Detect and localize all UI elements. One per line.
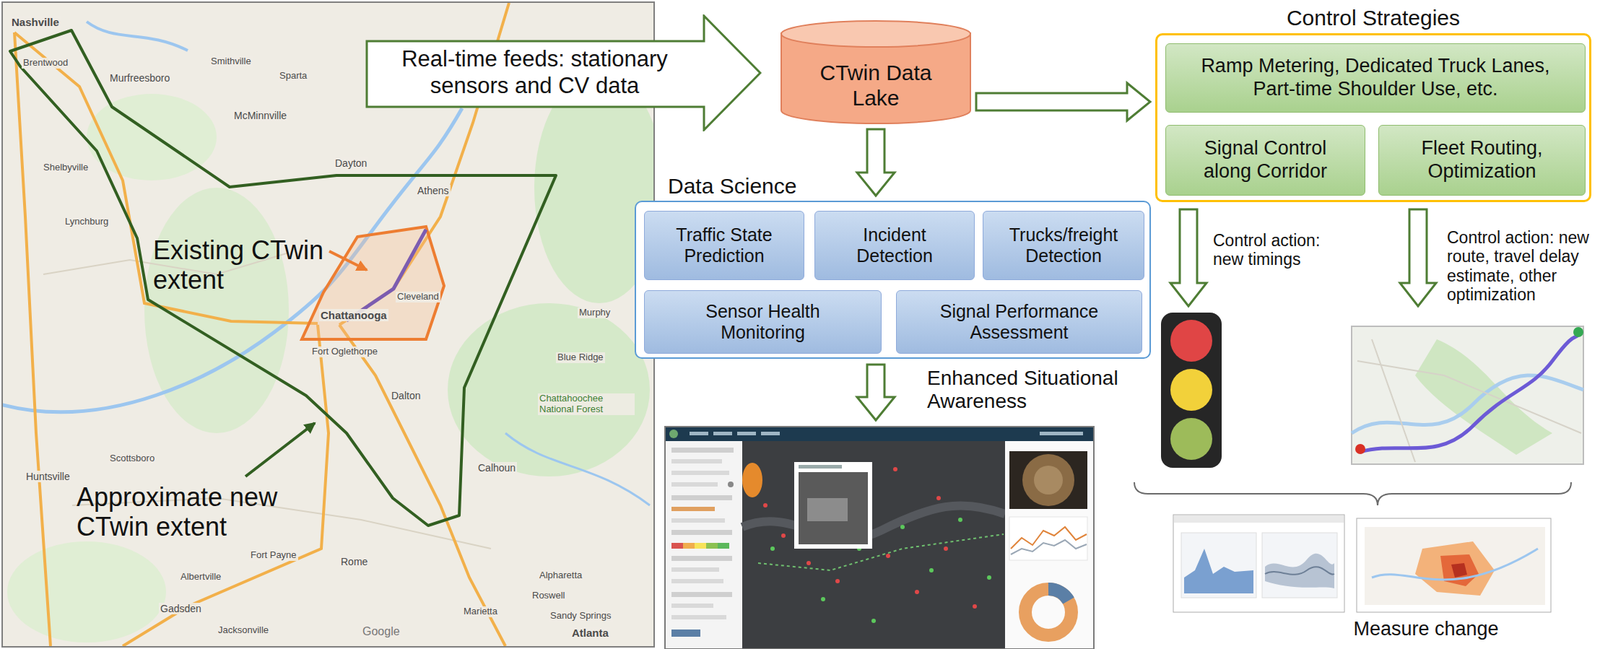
- map-place-label: Athens: [415, 184, 451, 197]
- highway: [339, 324, 506, 647]
- performance-dashboard-thumbnail: [1173, 514, 1345, 613]
- map-place-label: Huntsville: [24, 470, 72, 483]
- route-map: [1351, 326, 1584, 465]
- hollow-arrow-connector: [976, 83, 1151, 121]
- map-place-label: Jacksonville: [216, 625, 271, 637]
- node-text: Ramp Metering, Dedicated Truck Lanes, Pa…: [1184, 54, 1567, 102]
- corridor-highlight: [346, 229, 426, 321]
- map-place-label: Lynchburg: [63, 216, 110, 228]
- node-text: CTwin Data Lake: [807, 59, 945, 112]
- process-box: Signal Performance Assessment: [896, 290, 1143, 354]
- map-place-label: Sparta: [277, 70, 309, 82]
- strategy-box: Signal Control along Corridor: [1165, 124, 1366, 196]
- bracket: [1134, 482, 1572, 506]
- input-arrow: Real-time feeds: stationary sensors and …: [365, 14, 762, 132]
- map-place-label: Calhoun: [476, 462, 517, 474]
- hollow-arrow-connector: [857, 129, 895, 196]
- control-strategies-panel: Control StrategiesRamp Metering, Dedicat…: [1155, 33, 1592, 203]
- group-heading: Data Science: [667, 173, 797, 199]
- heatmap-thumbnail: [1356, 518, 1551, 613]
- node-text: Fleet Routing, Optimization: [1402, 137, 1562, 184]
- node-text: Sensor Health Monitoring: [690, 301, 836, 344]
- node-text: Signal Performance Assessment: [925, 301, 1114, 344]
- river: [2, 108, 463, 413]
- map-place-label: Albertville: [179, 571, 223, 583]
- data-lake-cylinder: CTwin Data Lake: [780, 20, 972, 125]
- map-place-label: Dayton: [333, 157, 369, 169]
- process-box: Trucks/freight Detection: [982, 210, 1145, 281]
- map-place-label: Rome: [339, 555, 369, 568]
- annotation-label: Control action: new route, travel delay …: [1446, 228, 1596, 305]
- map-place-label: Atlanta: [570, 626, 611, 639]
- map-place-label: Brentwood: [21, 57, 70, 69]
- map-place-label: Blue Ridge: [555, 352, 606, 364]
- arrow-outline: [366, 15, 761, 130]
- process-box: Sensor Health Monitoring: [644, 290, 882, 354]
- map-place-label: Nashville: [10, 15, 61, 29]
- dashboard-screenshot: [664, 426, 1094, 649]
- map-place-label: Sandy Springs: [548, 610, 613, 622]
- node-text: Trucks/freight Detection: [993, 224, 1135, 268]
- hollow-arrow: [1170, 209, 1207, 307]
- node-text: Signal Control along Corridor: [1186, 137, 1346, 184]
- callout-label: Existing CTwin extent: [153, 235, 370, 296]
- callout-label: Approximate new CTwin extent: [76, 482, 308, 543]
- strategy-box: Ramp Metering, Dedicated Truck Lanes, Pa…: [1165, 43, 1586, 113]
- annotation-label: Control action: new timings: [1212, 231, 1351, 270]
- highway: [14, 32, 51, 647]
- map-place-label: Marietta: [462, 606, 499, 618]
- group-heading: Control Strategies: [1157, 5, 1590, 31]
- map-place-label: Fort Payne: [249, 550, 299, 562]
- process-box: Incident Detection: [814, 210, 975, 281]
- process-box: Traffic State Prediction: [644, 210, 805, 281]
- leader-arrow: [245, 423, 315, 477]
- data-science-panel: Data ScienceTraffic State PredictionInci…: [634, 200, 1151, 359]
- node-text: Incident Detection: [829, 224, 960, 268]
- map-place-label: Shelbyville: [41, 162, 90, 174]
- map-place-label: Roswell: [530, 590, 567, 602]
- node-text: Traffic State Prediction: [659, 224, 790, 268]
- map-place-label: Scottsboro: [108, 453, 156, 465]
- map-place-label: Chattanooga: [319, 309, 389, 322]
- cylinder-top: [781, 20, 971, 47]
- hollow-arrow: [1400, 209, 1437, 307]
- annotation-label: Enhanced Situational Awareness: [927, 366, 1144, 413]
- map-place-label: Dalton: [389, 389, 422, 402]
- map-place-label: Google: [361, 625, 402, 639]
- map-place-label: Chattahoochee National Forest: [537, 393, 635, 416]
- map-place-label: Fort Oglethorpe: [310, 346, 380, 358]
- traffic-light: [1161, 312, 1222, 468]
- map-place-label: Murfreesboro: [108, 72, 172, 84]
- leader-arrow: [329, 251, 367, 271]
- map-place-label: Cleveland: [395, 291, 441, 303]
- map-place-label: Smithville: [209, 56, 253, 68]
- node-text: Real-time feeds: stationary sensors and …: [390, 46, 680, 99]
- caption-label: Measure change: [1317, 618, 1535, 641]
- strategy-box: Fleet Routing, Optimization: [1378, 124, 1586, 196]
- map-place-label: McMinnville: [232, 109, 289, 122]
- map-place-label: Murphy: [577, 307, 612, 319]
- map-place-label: Alpharetta: [537, 570, 584, 582]
- hollow-arrow: [857, 364, 895, 421]
- map-place-label: Gadsden: [158, 602, 203, 615]
